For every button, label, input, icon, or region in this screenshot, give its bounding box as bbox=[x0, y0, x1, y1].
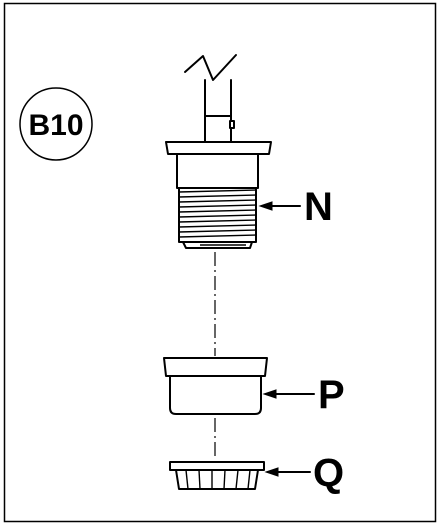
part-label-n: N bbox=[304, 185, 333, 229]
nut bbox=[169, 461, 265, 490]
diagram-frame bbox=[3, 2, 437, 523]
step-badge: B10 bbox=[19, 87, 93, 161]
cap bbox=[163, 357, 268, 415]
leader-n-arrowhead bbox=[258, 201, 273, 211]
part-label-q: Q bbox=[313, 451, 344, 495]
pipe-break-mark bbox=[184, 54, 237, 81]
step-badge-circle bbox=[19, 87, 93, 161]
leader-p: P bbox=[262, 373, 345, 417]
fitting-threads bbox=[178, 189, 257, 238]
threaded-fitting bbox=[165, 141, 272, 249]
leader-n: N bbox=[258, 185, 333, 229]
leader-q: Q bbox=[264, 451, 344, 495]
leader-q-arrowhead bbox=[264, 467, 279, 477]
step-badge-label: B10 bbox=[28, 109, 83, 142]
part-label-p: P bbox=[318, 373, 345, 417]
leader-p-arrowhead bbox=[262, 389, 277, 399]
